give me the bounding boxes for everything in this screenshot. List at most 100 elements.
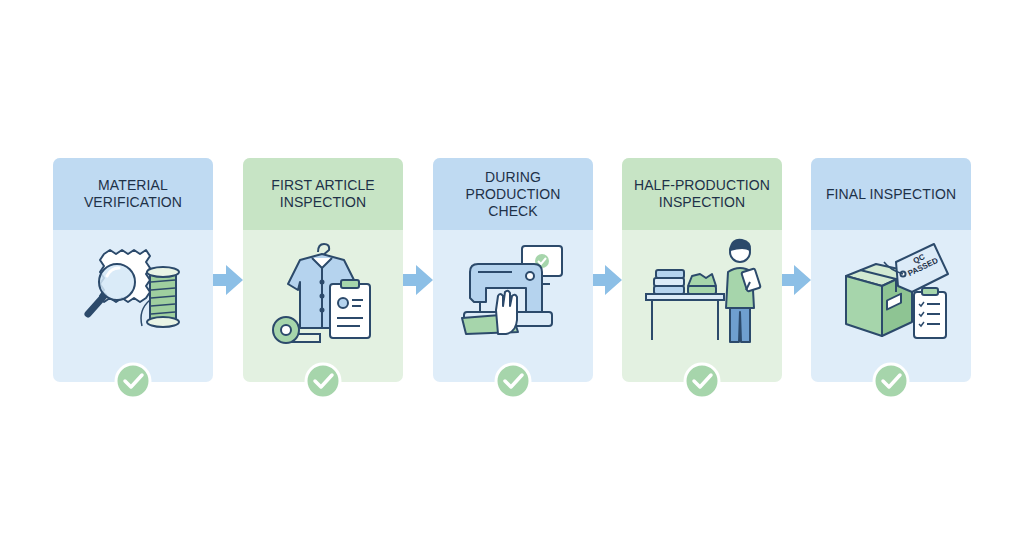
clipboard-icon bbox=[330, 280, 370, 338]
step-title: FINAL INSPECTION bbox=[826, 186, 956, 203]
check-badge-part bbox=[883, 375, 900, 387]
checklist-clipboard-icon-part bbox=[919, 322, 924, 326]
garment-stack-icon-part bbox=[688, 274, 716, 286]
step-title: DURING PRODUCTION CHECK bbox=[443, 169, 583, 220]
qc-tag-icon bbox=[884, 244, 948, 292]
check-badge-part bbox=[125, 375, 142, 387]
process-card: MATERIAL VERIFICATION bbox=[53, 158, 213, 382]
process-card: FIRST ARTICLE INSPECTION bbox=[243, 158, 403, 382]
step-title: FIRST ARTICLE INSPECTION bbox=[253, 177, 393, 211]
sewing-machine-icon-part bbox=[470, 264, 542, 314]
process-card: DURING PRODUCTION CHECK bbox=[433, 158, 593, 382]
checklist-clipboard-icon-part bbox=[927, 303, 940, 305]
shipping-box-icon-part bbox=[882, 272, 912, 336]
shipping-box-icon-part bbox=[860, 270, 896, 292]
thread-spool-icon-part bbox=[147, 317, 179, 327]
qc-tag-icon-part bbox=[901, 272, 906, 277]
check-badge-part bbox=[496, 364, 530, 398]
shirt-on-hanger-icon-part bbox=[312, 258, 332, 268]
checklist-clipboard-icon-part bbox=[919, 312, 924, 316]
shirt-on-hanger-icon-part bbox=[288, 254, 356, 328]
clipboard-icon-part bbox=[341, 280, 359, 288]
fabric-and-hand-icon-part bbox=[496, 291, 517, 334]
tape-measure-icon bbox=[273, 317, 320, 343]
shirt-on-hanger-icon bbox=[288, 244, 356, 328]
inspection-table-icon-part bbox=[646, 294, 724, 300]
card-header: FINAL INSPECTION bbox=[811, 158, 971, 230]
sewing-machine-icon-part bbox=[478, 271, 512, 273]
shipping-box-icon-part bbox=[846, 276, 882, 336]
inspector-person-icon-part bbox=[741, 268, 760, 291]
tape-measure-icon-part bbox=[286, 334, 320, 342]
sewing-machine-icon-part bbox=[479, 302, 481, 312]
inspection-table-icon-part bbox=[717, 300, 719, 340]
checklist-clipboard-icon-part bbox=[927, 323, 940, 325]
flow-arrow bbox=[403, 265, 433, 295]
monitor-icon-part bbox=[534, 283, 550, 285]
inspection-table-icon-part bbox=[651, 300, 653, 340]
inspector-person-icon-part bbox=[730, 242, 750, 262]
check-badge-part bbox=[116, 364, 150, 398]
inspector-person-icon-part bbox=[726, 268, 754, 308]
check-badge-part bbox=[505, 375, 522, 387]
check-badge-part bbox=[694, 375, 711, 387]
magnifier-icon-part bbox=[99, 264, 135, 300]
thread-spool-icon-part bbox=[147, 267, 179, 277]
clipboard-icon-part bbox=[337, 317, 363, 319]
clipboard-icon-part bbox=[352, 305, 361, 307]
fabric-swatch-icon bbox=[100, 250, 150, 302]
check-badge-part bbox=[685, 364, 719, 398]
check-badge-part bbox=[874, 364, 908, 398]
checklist-clipboard-icon-part bbox=[922, 288, 938, 295]
tape-measure-icon-part bbox=[281, 325, 291, 335]
sewing-machine-icon-part bbox=[526, 272, 534, 280]
garment-stack-icon-part bbox=[688, 286, 716, 294]
garment-stack-icon bbox=[654, 270, 716, 294]
monitor-icon-part bbox=[535, 254, 549, 268]
shipping-box-icon-part bbox=[887, 294, 901, 310]
clipboard-icon-part bbox=[338, 298, 348, 308]
flow-arrow bbox=[213, 265, 243, 295]
fabric-and-hand-icon bbox=[462, 291, 518, 334]
magnifier-icon-part bbox=[88, 296, 104, 314]
process-card: HALF-PRODUCTION INSPECTION bbox=[622, 158, 782, 382]
qc-tag-icon-part bbox=[884, 262, 903, 274]
inspection-table-icon bbox=[646, 294, 724, 340]
thread-spool-icon-part bbox=[150, 272, 176, 322]
step-title: MATERIAL VERIFICATION bbox=[63, 177, 203, 211]
clipboard-icon-part bbox=[352, 299, 363, 301]
garment-stack-icon-part bbox=[656, 270, 684, 278]
qc-tag-icon-part bbox=[896, 244, 948, 292]
inspector-person-icon-part bbox=[746, 282, 750, 290]
inspector-person-icon-part bbox=[730, 308, 750, 342]
monitor-icon-part bbox=[541, 276, 543, 283]
process-card: FINAL INSPECTION bbox=[811, 158, 971, 382]
shirt-on-hanger-icon-part bbox=[321, 281, 324, 284]
thread-spool-icon-part bbox=[151, 280, 175, 314]
thread-spool-icon bbox=[141, 267, 179, 327]
fabric-swatch-icon-part bbox=[100, 250, 150, 302]
inspector-person-icon-part bbox=[730, 240, 750, 250]
tape-measure-icon-part bbox=[273, 317, 299, 343]
shipping-box-icon bbox=[846, 264, 912, 336]
checklist-clipboard-icon-part bbox=[914, 292, 946, 338]
magnifier-icon-part bbox=[107, 268, 119, 276]
sewing-machine-icon bbox=[464, 264, 552, 326]
sewing-machine-icon-part bbox=[464, 312, 552, 326]
card-header: HALF-PRODUCTION INSPECTION bbox=[622, 158, 782, 230]
checklist-clipboard-icon-part bbox=[927, 313, 940, 315]
card-header: DURING PRODUCTION CHECK bbox=[433, 158, 593, 230]
check-badge bbox=[116, 364, 908, 398]
shirt-on-hanger-icon-part bbox=[318, 244, 329, 256]
card-header: MATERIAL VERIFICATION bbox=[53, 158, 213, 230]
shipping-box-icon-part bbox=[846, 264, 912, 286]
monitor-icon-part bbox=[522, 246, 562, 276]
shirt-on-hanger-icon-part bbox=[321, 295, 324, 298]
step-title: HALF-PRODUCTION INSPECTION bbox=[632, 177, 772, 211]
flow-arrow bbox=[593, 265, 622, 295]
shirt-on-hanger-icon-part bbox=[321, 309, 324, 312]
garment-stack-icon-part bbox=[654, 278, 684, 286]
